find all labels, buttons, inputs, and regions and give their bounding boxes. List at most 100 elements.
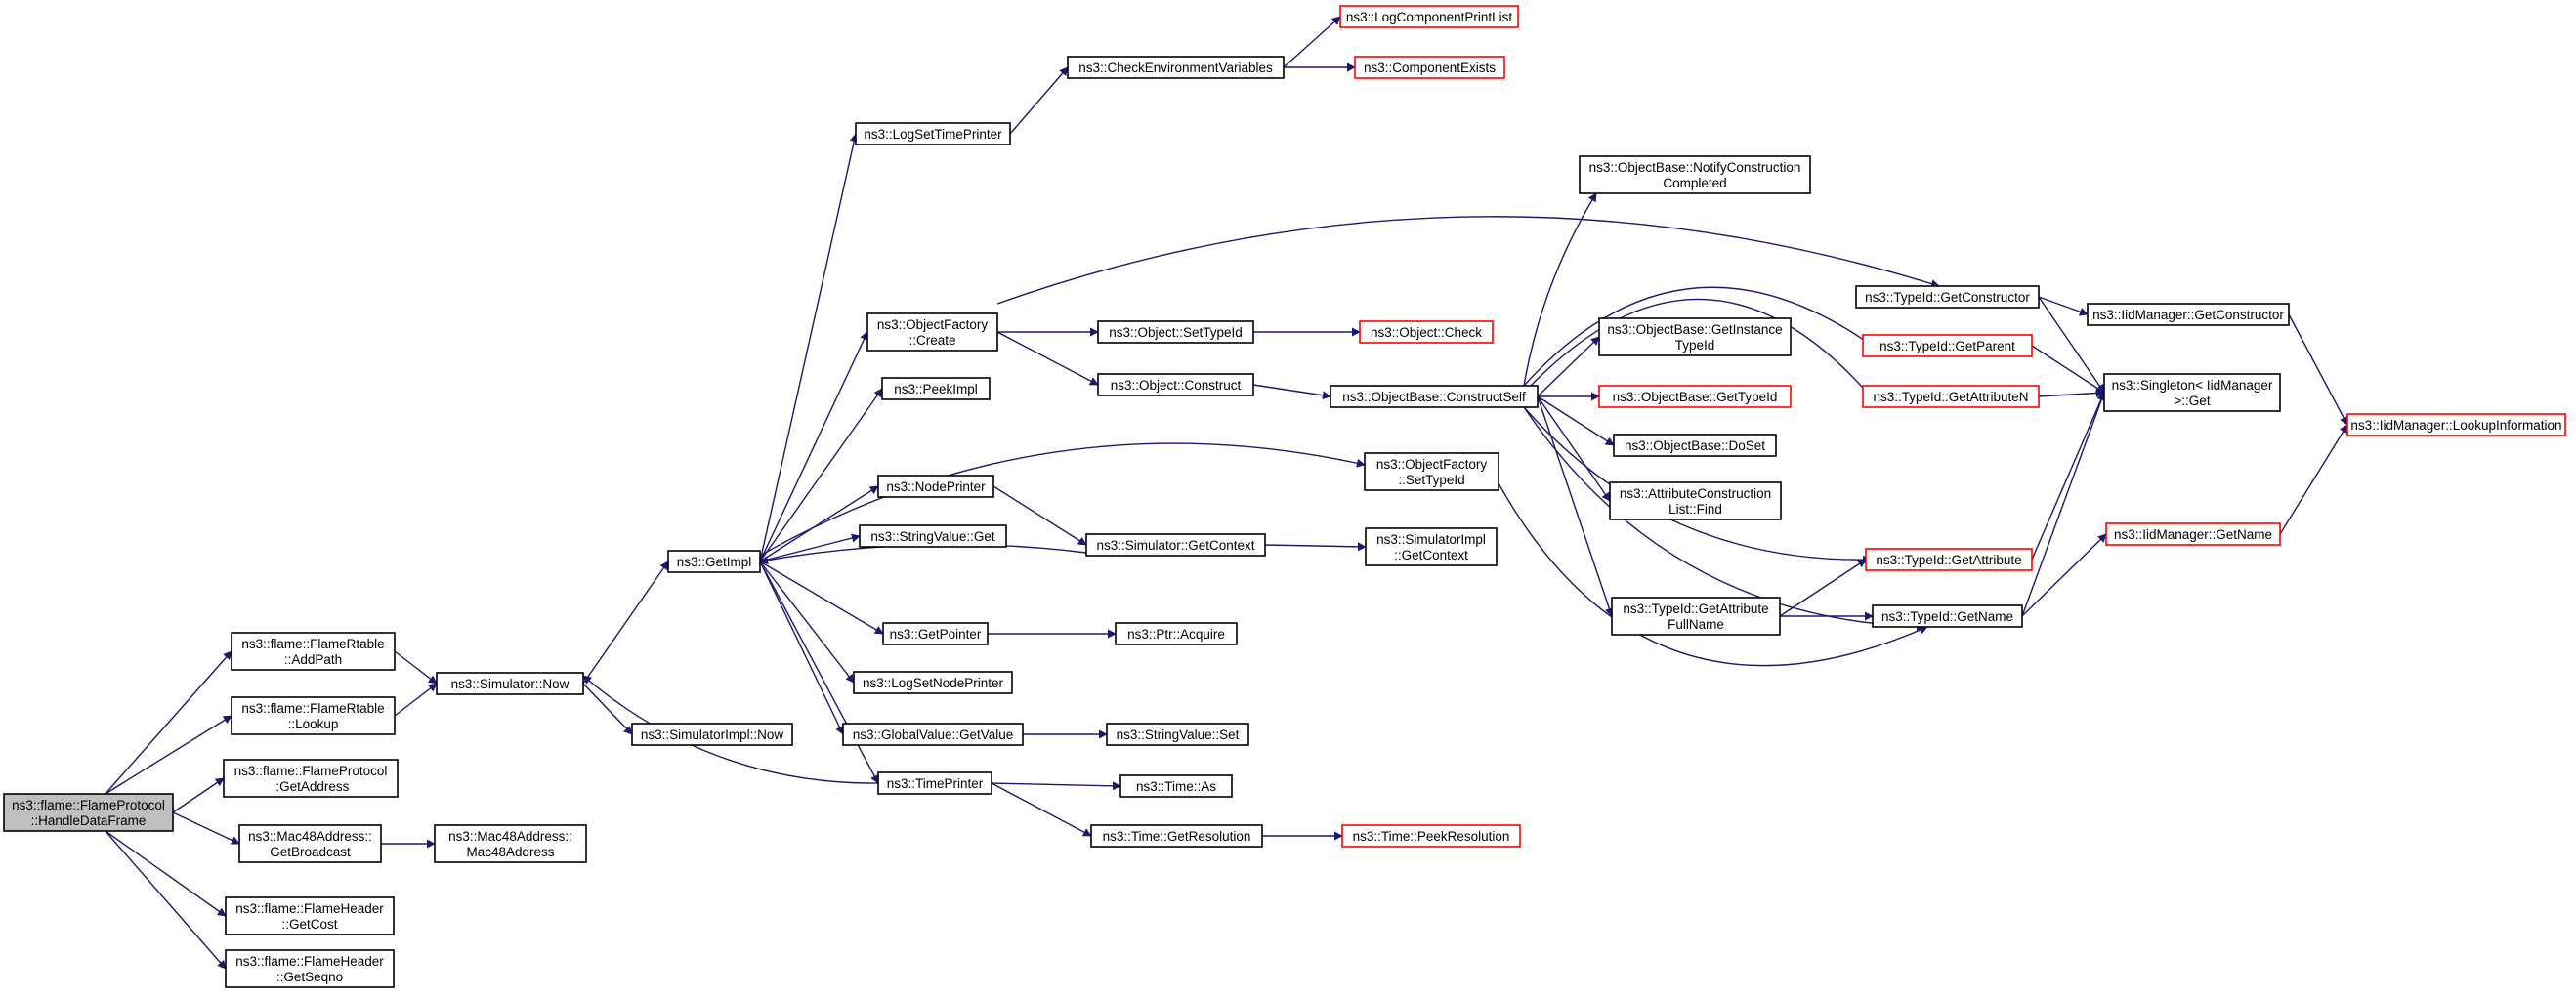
call-edge-iidGetName-to-iidLookupInformation [2279, 424, 2348, 535]
node-typeIdGetAttributeN[interactable]: ns3::TypeId::GetAttributeN [1862, 385, 2040, 408]
node-addPath[interactable]: ns3::flame::FlameRtable::AddPath [231, 632, 396, 671]
node-ptrAcquire[interactable]: ns3::Ptr::Acquire [1115, 622, 1238, 645]
node-timePeekResolution[interactable]: ns3::Time::PeekResolution [1341, 824, 1521, 848]
node-box [631, 723, 793, 746]
node-box [1106, 723, 1249, 746]
node-objectCheck[interactable]: ns3::Object::Check [1359, 320, 1494, 344]
node-typeIdGetAttribute[interactable]: ns3::TypeId::GetAttribute [1865, 548, 2033, 571]
call-edge-objBaseConstructSelf-to-getInstanceTypeId [1537, 336, 1600, 397]
node-logComponentPrintList[interactable]: ns3::LogComponentPrintList [1339, 5, 1519, 28]
node-box [1341, 824, 1521, 848]
node-getAddress[interactable]: ns3::flame::FlameProtocol::GetAddress [223, 759, 399, 798]
call-edge-objFactorySetTypeId-to-typeIdGetName [1498, 482, 1928, 667]
node-lookup[interactable]: ns3::flame::FlameRtable::Lookup [231, 696, 396, 735]
node-nodePrinter[interactable]: ns3::NodePrinter [877, 475, 994, 498]
node-getCost[interactable]: ns3::flame::FlameHeader::GetCost [225, 896, 395, 935]
node-label: ::Create [908, 333, 955, 348]
node-box [2346, 413, 2566, 436]
node-singletonGet[interactable]: ns3::Singleton< IidManager>::Get [2103, 373, 2281, 412]
node-logSetNodePrinter[interactable]: ns3::LogSetNodePrinter [853, 671, 1013, 694]
node-box [1598, 385, 1792, 408]
node-objectSetTypeId[interactable]: ns3::Object::SetTypeId [1097, 320, 1254, 344]
node-timePrinter[interactable]: ns3::TimePrinter [877, 771, 992, 795]
call-edge-getImpl-to-objFactorySetTypeId [759, 442, 1366, 557]
node-objBaseDoSet[interactable]: ns3::ObjectBase::DoSet [1613, 434, 1777, 457]
call-edge-objectConstruct-to-objBaseConstructSelf [1252, 384, 1331, 400]
node-typeIdGetConstructor[interactable]: ns3::TypeId::GetConstructor [1855, 285, 2040, 309]
node-objectConstruct[interactable]: ns3::Object::Construct [1097, 373, 1254, 396]
node-label: ns3::ComponentExists [1364, 61, 1496, 75]
node-componentExists[interactable]: ns3::ComponentExists [1354, 56, 1505, 79]
node-stringValueSet[interactable]: ns3::StringValue::Set [1106, 723, 1249, 746]
call-edge-typeIdGetConstructor-to-iidGetConstructor [2038, 296, 2089, 316]
node-notifyConstruction[interactable]: ns3::ObjectBase::NotifyConstructionCompl… [1579, 155, 1811, 194]
node-getImpl[interactable]: ns3::GetImpl [667, 550, 761, 573]
node-label: ::SetTypeId [1398, 473, 1464, 487]
call-edge-typeIdGetName-to-iidGetName [2021, 533, 2107, 617]
node-peekImpl[interactable]: ns3::PeekImpl [881, 377, 991, 400]
node-label: ns3::Simulator::GetContext [1096, 538, 1254, 553]
node-label: ns3::SimulatorImpl [1376, 532, 1486, 547]
node-timeAs[interactable]: ns3::Time::As [1119, 774, 1233, 798]
node-label: ns3::TypeId::GetAttribute [1876, 553, 2021, 567]
node-getPointer[interactable]: ns3::GetPointer [882, 622, 989, 645]
node-root: ns3::flame::FlameProtocol::HandleDataFra… [3, 793, 174, 832]
node-label: ::GetContext [1394, 548, 1468, 562]
node-getBroadcast[interactable]: ns3::Mac48Address::GetBroadcast [238, 824, 382, 863]
node-label: FullName [1668, 617, 1724, 632]
node-label: GetBroadcast [270, 845, 351, 859]
node-label: ns3::Time::GetResolution [1103, 829, 1251, 844]
node-box [855, 122, 1011, 145]
node-timeGetResolution[interactable]: ns3::Time::GetResolution [1090, 824, 1263, 848]
node-label: ns3::LogSetTimePrinter [864, 127, 1002, 142]
node-logSetTimePrinter[interactable]: ns3::LogSetTimePrinter [855, 122, 1011, 145]
call-edge-objFactoryCreate-to-typeIdGetConstructor [996, 216, 1940, 305]
node-stringValueGet[interactable]: ns3::StringValue::Get [859, 524, 1007, 548]
node-label: ns3::Object::SetTypeId [1109, 325, 1243, 340]
node-iidGetName[interactable]: ns3::IidManager::GetName [2105, 522, 2281, 546]
node-box [877, 475, 994, 498]
node-objFactorySetTypeId[interactable]: ns3::ObjectFactory::SetTypeId [1364, 452, 1499, 491]
node-objBaseGetTypeId[interactable]: ns3::ObjectBase::GetTypeId [1598, 385, 1792, 408]
node-objBaseConstructSelf[interactable]: ns3::ObjectBase::ConstructSelf [1330, 385, 1539, 408]
node-box [1872, 604, 2023, 628]
node-box [1862, 385, 2040, 408]
node-simNow[interactable]: ns3::Simulator::Now [436, 672, 584, 695]
node-label: ns3::flame::FlameRtable [241, 701, 384, 716]
node-label: ns3::TypeId::GetAttributeN [1873, 390, 2028, 404]
node-simGetContext[interactable]: ns3::Simulator::GetContext [1085, 533, 1266, 557]
call-edge-getImpl-to-logSetNodePrinter [759, 561, 855, 684]
call-edge-root-to-getAddress [172, 777, 225, 813]
node-iidGetConstructor[interactable]: ns3::IidManager::GetConstructor [2087, 303, 2290, 326]
node-globalValueGetValue[interactable]: ns3::GlobalValue::GetValue [842, 723, 1024, 746]
node-typeIdGetName[interactable]: ns3::TypeId::GetName [1872, 604, 2023, 628]
node-box [1330, 385, 1539, 408]
node-checkEnv[interactable]: ns3::CheckEnvironmentVariables [1067, 56, 1285, 79]
call-edge-objBaseConstructSelf-to-typeIdGetName [1523, 406, 1925, 632]
node-objFactoryCreate[interactable]: ns3::ObjectFactory::Create [866, 312, 998, 352]
call-edge-getImpl-to-stringValueGet [759, 533, 861, 562]
node-label: ns3::TypeId::GetAttribute [1623, 602, 1768, 616]
node-mac48[interactable]: ns3::Mac48Address::Mac48Address [434, 824, 587, 863]
node-simImplGetContext[interactable]: ns3::SimulatorImpl::GetContext [1365, 527, 1498, 566]
node-label: ::GetCost [281, 917, 337, 932]
edges-layer [105, 16, 2348, 970]
node-box [1090, 824, 1263, 848]
node-iidLookupInformation[interactable]: ns3::IidManager::LookupInformation [2346, 413, 2566, 436]
call-edge-simGetContext-to-simImplGetContext [1264, 542, 1367, 552]
node-box [1611, 597, 1781, 636]
node-box [1609, 481, 1782, 520]
call-edge-objBaseConstructSelf-to-notifyConstruction [1523, 192, 1597, 387]
node-getSeqno[interactable]: ns3::flame::FlameHeader::GetSeqno [225, 949, 395, 988]
node-simImplNow[interactable]: ns3::SimulatorImpl::Now [631, 723, 793, 746]
node-label: ns3::TypeId::GetParent [1879, 339, 2015, 353]
call-edge-objBaseConstructSelf-to-typeIdGetAttributeN [1528, 298, 1872, 397]
node-typeIdGetParent[interactable]: ns3::TypeId::GetParent [1862, 334, 2033, 357]
call-edge-checkEnv-to-logComponentPrintList [1283, 16, 1341, 68]
node-box [1097, 320, 1254, 344]
call-edge-objBaseConstructSelf-to-typeIdGetParent [1523, 286, 1875, 387]
